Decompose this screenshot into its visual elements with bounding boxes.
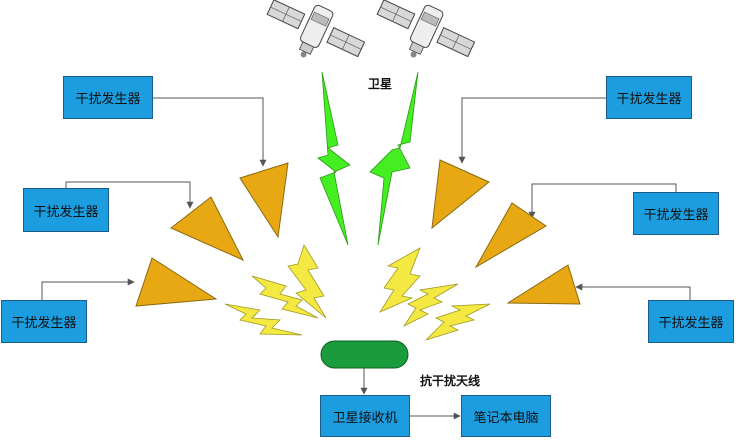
anti-jamming-antenna-shape	[320, 340, 409, 369]
antenna-label: 抗干扰天线	[420, 374, 481, 388]
jammer-horn-left-mid	[170, 196, 245, 262]
connector-left-top	[153, 97, 267, 167]
satellite-receiver-box: 卫星接收机	[320, 395, 410, 437]
jammer-box-right-bottom: 干扰发生器	[648, 300, 734, 343]
jam-bolt-2	[251, 275, 319, 319]
laptop-box: 笔记本电脑	[461, 395, 551, 437]
satellite-icon-right	[376, 0, 476, 58]
jammer-box-right-top: 干扰发生器	[606, 76, 692, 119]
jam-bolt-6	[425, 303, 491, 341]
satellite-label: 卫星	[368, 77, 393, 91]
connector-left-mid	[65, 181, 194, 209]
jammer-box-right-mid: 干扰发生器	[633, 192, 719, 235]
jammer-horn-right-top	[431, 159, 490, 230]
jammer-box-left-top: 干扰发生器	[63, 76, 153, 119]
connector-left-bottom	[41, 278, 135, 300]
jammer-horn-left-top	[239, 162, 289, 239]
satellite-icon-left	[266, 0, 366, 58]
jammer-box-left-bottom: 干扰发生器	[1, 300, 87, 343]
connector-right-bottom	[575, 283, 691, 300]
connector-right-mid	[528, 183, 677, 219]
jammer-horn-left-bottom	[135, 257, 218, 307]
jam-bolt-4	[378, 247, 421, 313]
satellite-signal-bolt-left	[317, 71, 351, 246]
jam-bolt-3	[224, 303, 303, 336]
satellite-signal-bolt-right	[369, 71, 419, 246]
jam-bolt-5	[402, 283, 459, 328]
connector-right-top	[458, 97, 608, 164]
jammer-box-left-mid: 干扰发生器	[23, 188, 109, 232]
jam-bolt-1	[287, 244, 327, 319]
jammer-horn-right-bottom	[506, 264, 581, 305]
jammer-horn-right-mid	[474, 202, 547, 269]
